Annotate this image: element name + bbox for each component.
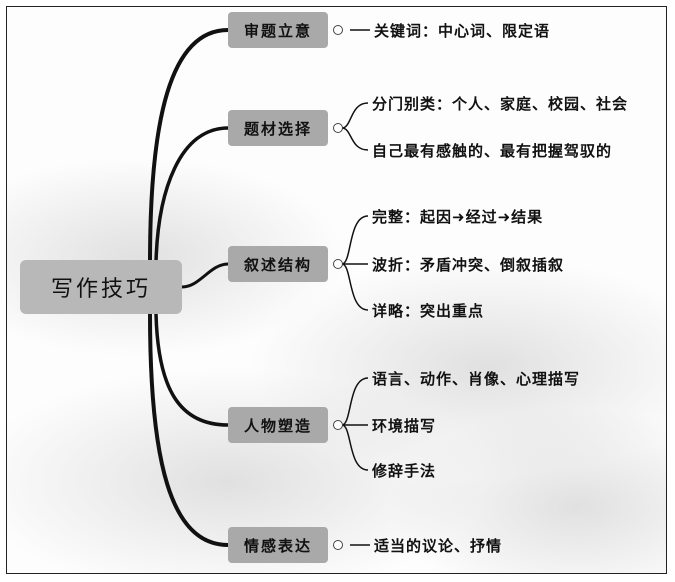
branch-node-3[interactable]: 叙述结构 bbox=[228, 246, 328, 282]
leaf-text: 语言、动作、肖像、心理描写 bbox=[372, 370, 581, 388]
leaf-text: 自己最有感触的、最有把握驾驭的 bbox=[372, 142, 613, 160]
connector-leaf-4-1 bbox=[341, 377, 369, 426]
diagram-frame bbox=[6, 6, 667, 574]
collapse-toggle-icon[interactable] bbox=[333, 540, 343, 550]
root-label: 写作技巧 bbox=[50, 277, 151, 302]
collapse-toggle-icon[interactable] bbox=[333, 123, 343, 133]
branch-node-2[interactable]: 题材选择 bbox=[228, 110, 328, 146]
connector-leaf-3-1 bbox=[341, 215, 369, 265]
branch-node-4[interactable]: 人物塑造 bbox=[228, 407, 328, 443]
connector-root-branch-4 bbox=[154, 313, 229, 427]
branch-label: 叙述结构 bbox=[243, 255, 312, 274]
connector-leaf-2-2 bbox=[341, 127, 369, 151]
leaf-text: 关键词：中心词、限定语 bbox=[374, 22, 551, 40]
branch-label: 情感表达 bbox=[243, 536, 312, 555]
connector-leaf-4-3 bbox=[341, 424, 369, 471]
leaf-text: 适当的议论、抒情 bbox=[374, 537, 503, 555]
branch-node-1[interactable]: 审题立意 bbox=[228, 12, 328, 48]
leaf-text: 环境描写 bbox=[372, 417, 437, 435]
connector-leaf-3-3 bbox=[341, 263, 369, 311]
collapse-toggle-icon[interactable] bbox=[333, 25, 343, 35]
collapse-toggle-icon[interactable] bbox=[333, 420, 343, 430]
leaf-text: 详略：突出重点 bbox=[372, 302, 485, 320]
leaf-text: 波折：矛盾冲突、倒叙插叙 bbox=[372, 256, 565, 274]
connector-leaf-2-1 bbox=[341, 102, 369, 129]
leaf-text: 分门别类：个人、家庭、校园、社会 bbox=[372, 95, 629, 113]
leaf-text: 完整：起因➜经过➜结果 bbox=[372, 208, 544, 226]
branch-label: 题材选择 bbox=[243, 119, 312, 138]
branch-node-5[interactable]: 情感表达 bbox=[228, 527, 328, 563]
leaf-text: 修辞手法 bbox=[372, 462, 437, 480]
connector-root-branch-5 bbox=[148, 313, 229, 547]
connector-root-branch-2 bbox=[154, 126, 229, 263]
connector-root-branch-1 bbox=[148, 28, 229, 263]
branch-label: 人物塑造 bbox=[243, 416, 312, 435]
connector-root-branch-3 bbox=[181, 262, 229, 289]
collapse-toggle-icon[interactable] bbox=[333, 259, 343, 269]
root-node[interactable]: 写作技巧 bbox=[20, 260, 182, 314]
branch-label: 审题立意 bbox=[243, 21, 312, 40]
